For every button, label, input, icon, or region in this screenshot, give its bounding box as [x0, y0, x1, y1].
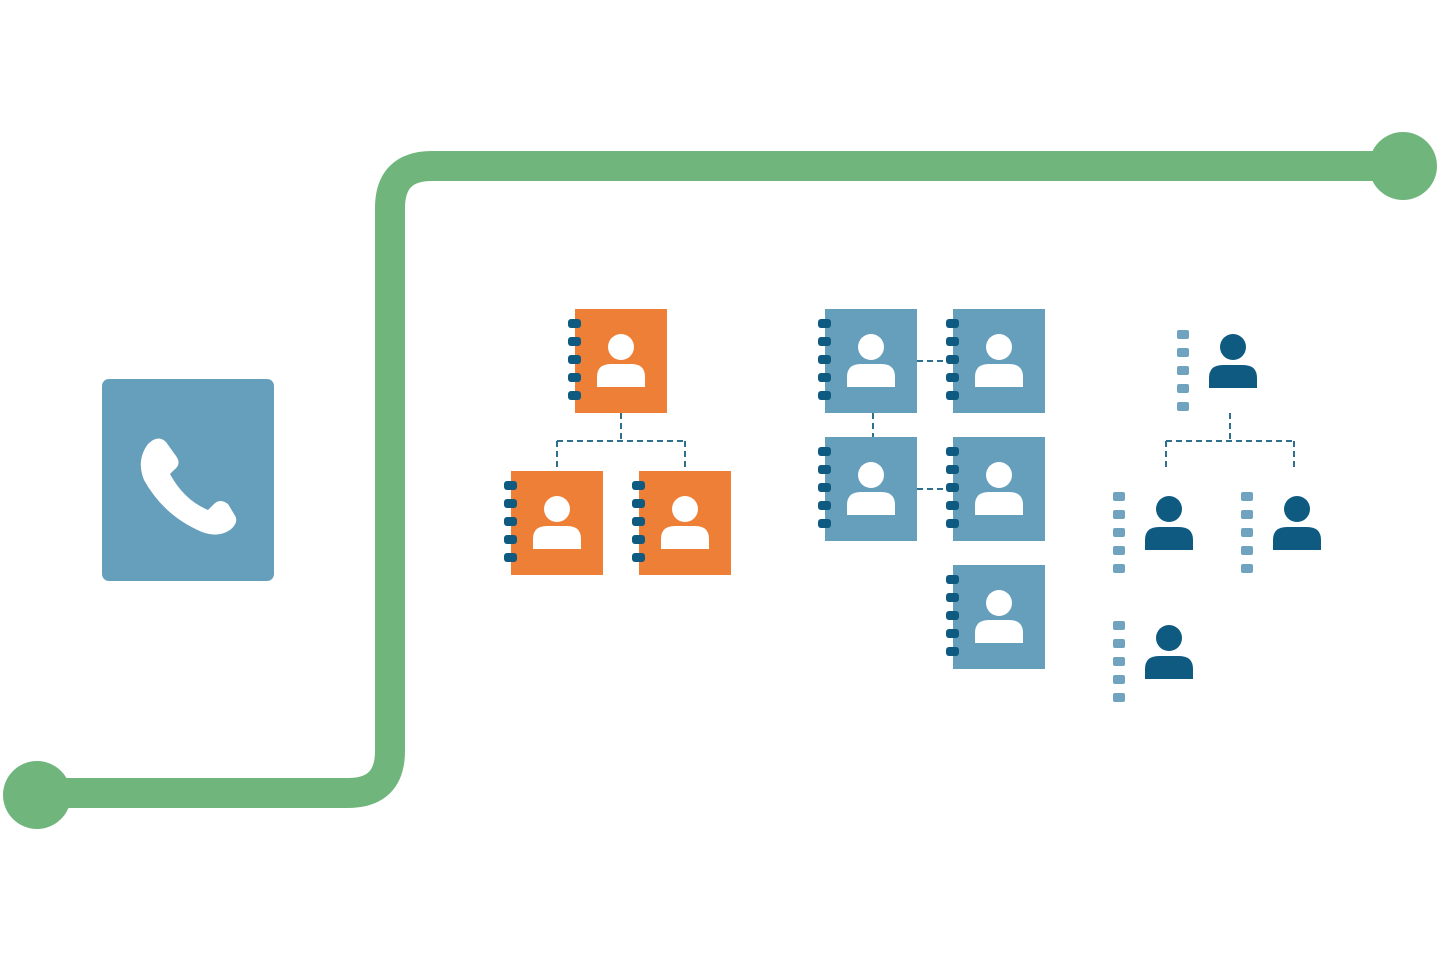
person-icon: [1113, 621, 1193, 702]
contact-book-icon: [504, 471, 603, 575]
contact-book-icon: [946, 565, 1045, 669]
phone-handset-icon: [140, 438, 237, 535]
phone-tile: [102, 379, 274, 581]
contact-book-icon: [818, 309, 917, 413]
person-icon: [1241, 492, 1321, 573]
contact-book-icon: [946, 437, 1045, 541]
route-line: [22, 151, 1418, 808]
individual-contacts-group: [1113, 330, 1321, 702]
connector-lines: [556, 413, 686, 471]
contact-book-icon: [946, 309, 1045, 413]
contact-book-icon: [818, 437, 917, 541]
person-icon: [1113, 492, 1193, 573]
hierarchical-directory-group: [504, 309, 731, 575]
connector-lines: [1165, 413, 1295, 467]
route-end-node: [1369, 132, 1437, 200]
contact-book-icon: [632, 471, 731, 575]
contact-book-icon: [568, 309, 667, 413]
linked-directories-group: [818, 309, 1045, 669]
person-icon: [1177, 330, 1257, 411]
route-start-node: [3, 761, 71, 829]
